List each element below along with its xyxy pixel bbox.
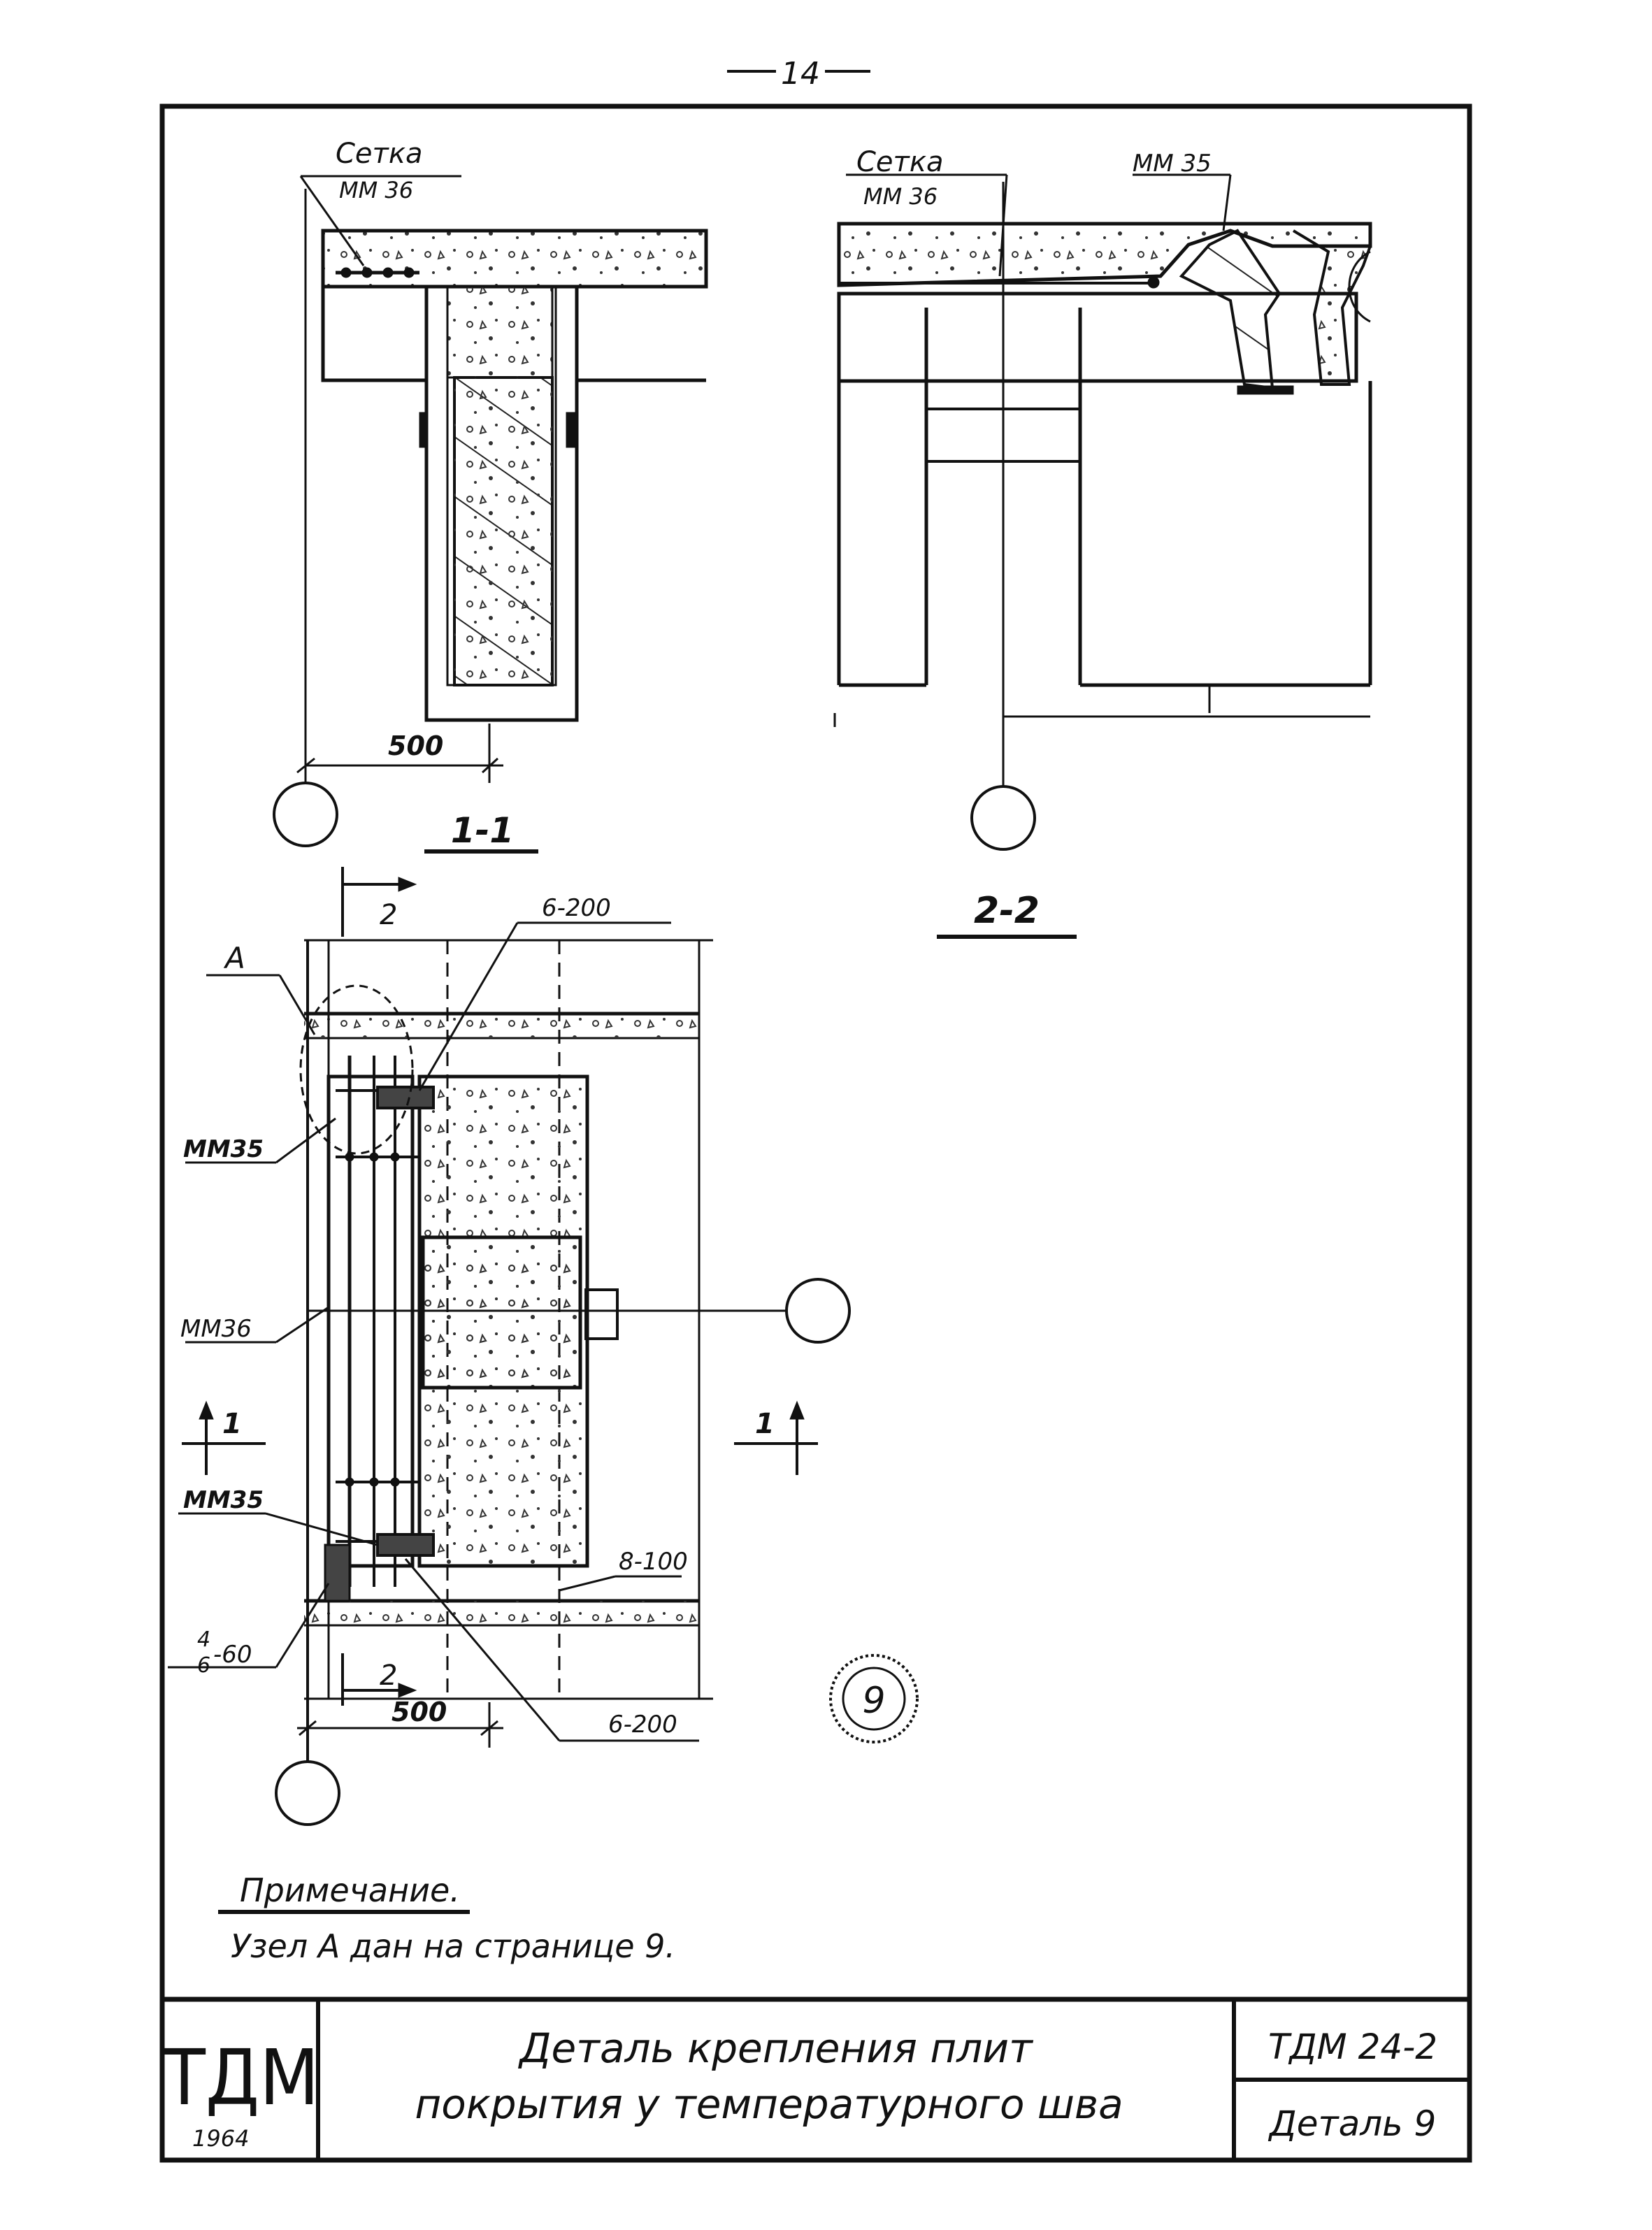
- page-number-text: 14: [781, 56, 820, 92]
- plan-view: [168, 867, 919, 1914]
- plan-weld-left-den: 6: [197, 1653, 210, 1678]
- section-1-1-mesh-label: Сетка: [336, 138, 423, 170]
- page-number: 14: [727, 56, 870, 92]
- logo-year: 1964: [192, 2125, 249, 2152]
- plan-label-mm36: ММ36: [180, 1315, 252, 1343]
- title-block: [162, 1997, 1470, 2160]
- drawing-code: ТДМ 24-2: [1268, 2027, 1437, 2067]
- note-title: Примечание.: [240, 1871, 460, 1909]
- plan-weld-right: 8-100: [619, 1548, 688, 1576]
- plan-weld-left-len: -60: [213, 1641, 252, 1669]
- section-1-1-mesh-mark: ММ 36: [339, 177, 413, 203]
- title-block-texts: ТДМ 1964 Деталь крепления плит покрытия …: [162, 2024, 1437, 2152]
- plan-stamp-number: 9: [862, 1680, 885, 1722]
- note-text: Узел А дан на странице 9.: [231, 1927, 675, 1965]
- section-2-2: [833, 173, 1372, 939]
- logo: ТДМ: [162, 2033, 319, 2122]
- plan-section-mark-2-top: 2: [380, 899, 397, 931]
- section-2-2-mesh-label: Сетка: [856, 146, 944, 178]
- note: Примечание. Узел А дан на странице 9.: [231, 1871, 675, 1965]
- sheet-frame: [159, 103, 1472, 2163]
- section-2-2-mesh-mark: ММ 36: [863, 183, 938, 210]
- plan-weld-top: 6-200: [542, 894, 611, 922]
- section-2-2-anchor-mark: ММ 35: [1133, 150, 1212, 178]
- title-line-1: Деталь крепления плит: [517, 2024, 1034, 2072]
- plan-section-mark-1-left: 1: [222, 1408, 242, 1440]
- plan-label-mm35-top: ММ35: [183, 1135, 264, 1163]
- plan-node-label: А: [223, 941, 245, 975]
- section-1-1: [273, 175, 708, 854]
- plan-section-mark-2-bottom: 2: [380, 1660, 397, 1692]
- plan-weld-bottom: 6-200: [608, 1711, 677, 1739]
- section-1-1-dim: 500: [388, 731, 443, 761]
- plan-dim: 500: [392, 1697, 447, 1727]
- title-line-2: покрытия у температурного шва: [415, 2080, 1123, 2128]
- plan-label-mm35-bottom: ММ35: [183, 1486, 264, 1514]
- plan-section-mark-1-right: 1: [755, 1408, 775, 1440]
- section-2-2-texts: Сетка ММ 36 ММ 35 2-2: [856, 146, 1212, 932]
- section-1-1-texts: Сетка ММ 36 500 1-1: [336, 138, 514, 851]
- plan-view-texts: 2 2 1 1 А ММ35 ММ36 ММ35 6-200 8-100 4 6…: [180, 894, 886, 1739]
- section-1-1-title: 1-1: [451, 810, 514, 851]
- detail-number: Деталь 9: [1268, 2103, 1437, 2144]
- plan-weld-left-num: 4: [197, 1627, 210, 1652]
- section-2-2-title: 2-2: [974, 890, 1040, 932]
